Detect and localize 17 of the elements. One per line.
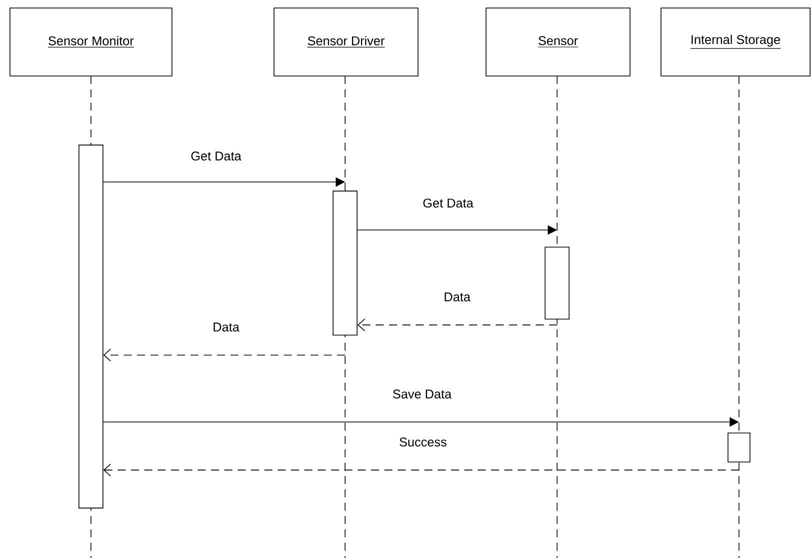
activation-bar bbox=[332, 190, 358, 336]
activation-bar bbox=[78, 144, 104, 508]
lifeline-head-box: Sensor Driver bbox=[274, 8, 418, 76]
edge-label: Save Data bbox=[391, 388, 453, 400]
lifeline-head-box: Sensor Monitor bbox=[10, 8, 172, 76]
edge-label: Success bbox=[398, 436, 448, 448]
edge-label: Get Data bbox=[421, 197, 475, 209]
lifeline-head-box: Sensor bbox=[486, 8, 630, 76]
message-arrow bbox=[103, 464, 740, 476]
edge-label: Get Data bbox=[189, 150, 243, 162]
activation-bar bbox=[544, 246, 570, 320]
lifeline-head-box: Internal Storage bbox=[660, 8, 810, 76]
message-arrow bbox=[103, 348, 346, 362]
message-arrow bbox=[358, 318, 558, 332]
activation-bar bbox=[728, 432, 750, 462]
edge-label: Data bbox=[442, 291, 472, 303]
edge-label: Data bbox=[211, 321, 241, 333]
